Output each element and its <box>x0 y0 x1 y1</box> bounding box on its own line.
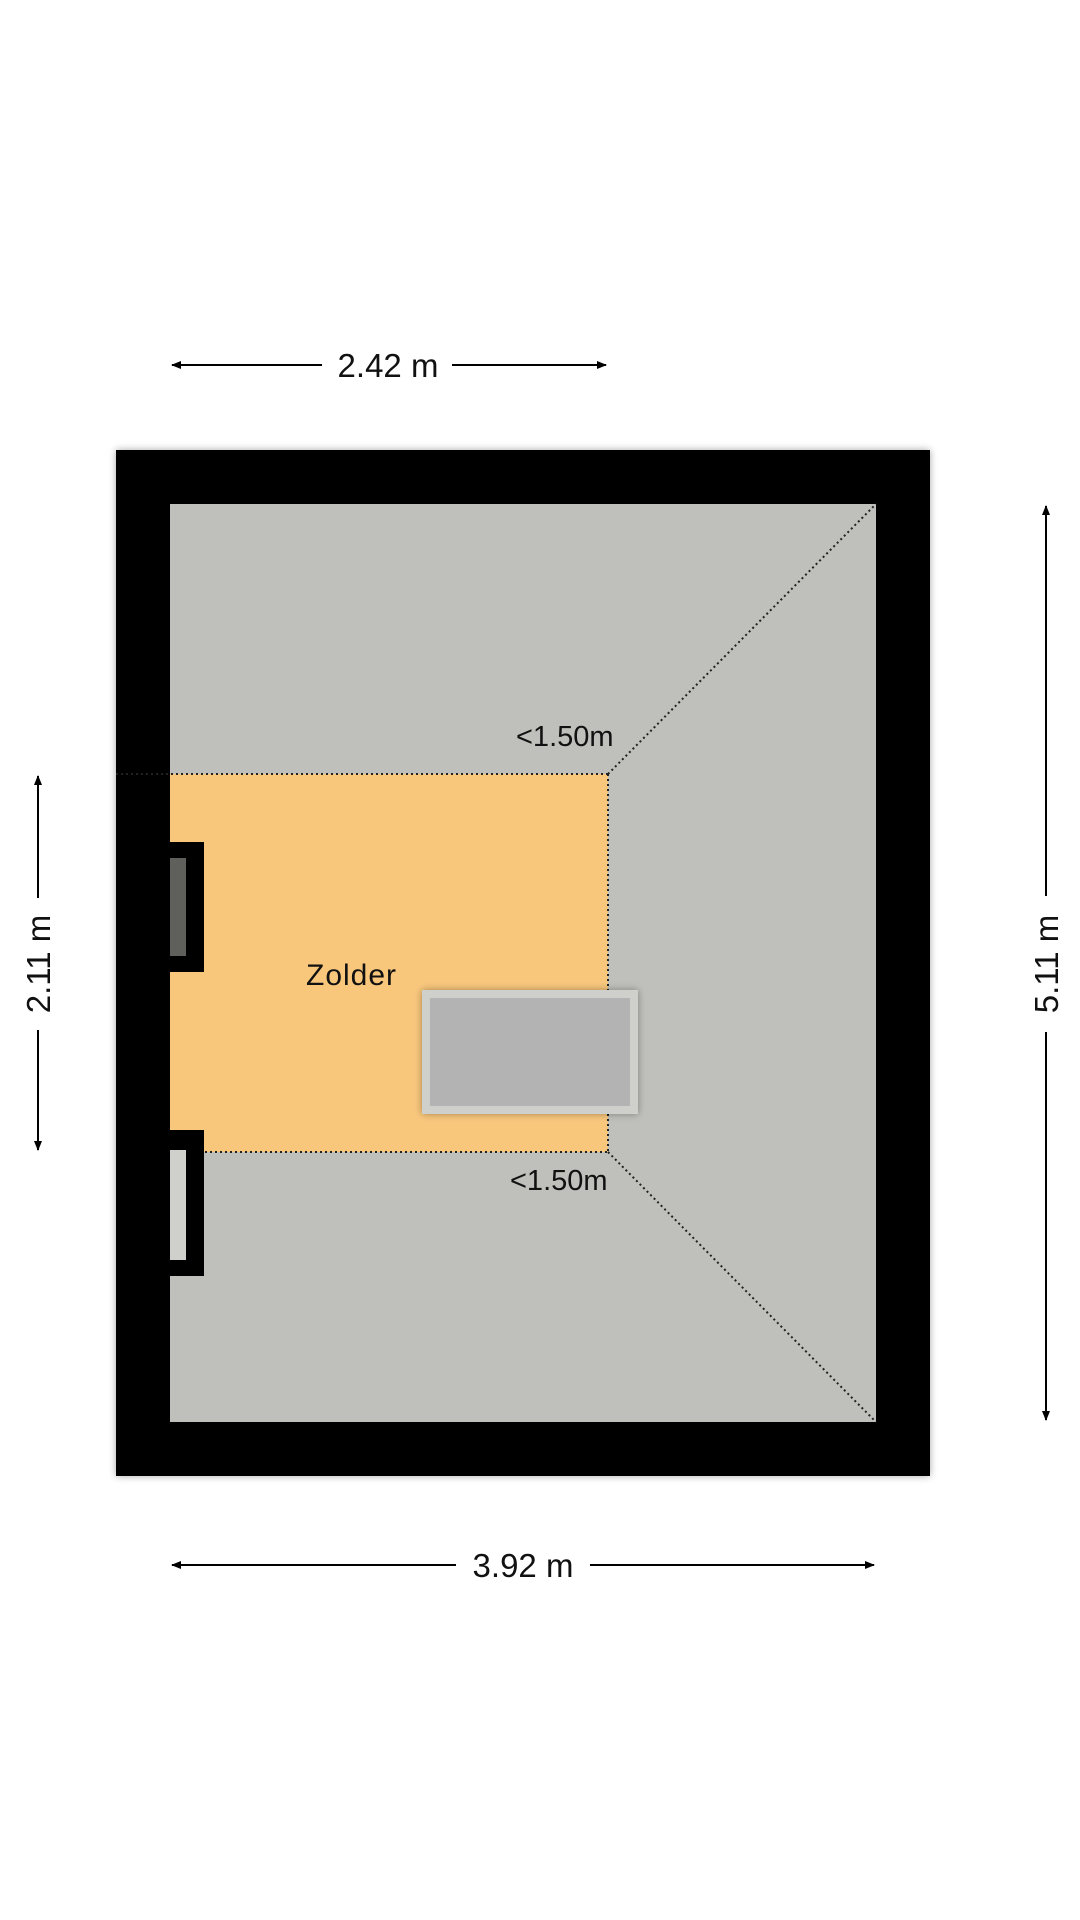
dimension-bottom: 3.92 m <box>171 1547 875 1584</box>
dimension-left-label: 2.11 m <box>20 915 57 1013</box>
room-label: Zolder <box>306 959 397 992</box>
dimension-right-label: 5.11 m <box>1028 915 1065 1013</box>
stair-hatch <box>422 990 638 1114</box>
height-label-lower: <1.50m <box>510 1165 608 1197</box>
window-lower <box>170 1130 204 1276</box>
dimension-top-label: 2.42 m <box>338 347 439 384</box>
dimension-top: 2.42 m <box>171 347 607 384</box>
window-upper <box>170 842 204 972</box>
dimension-left: 2.11 m <box>20 775 57 1151</box>
dimension-bottom-label: 3.92 m <box>473 1547 574 1584</box>
dimension-right: 5.11 m <box>1028 505 1065 1421</box>
height-label-upper: <1.50m <box>516 721 614 753</box>
